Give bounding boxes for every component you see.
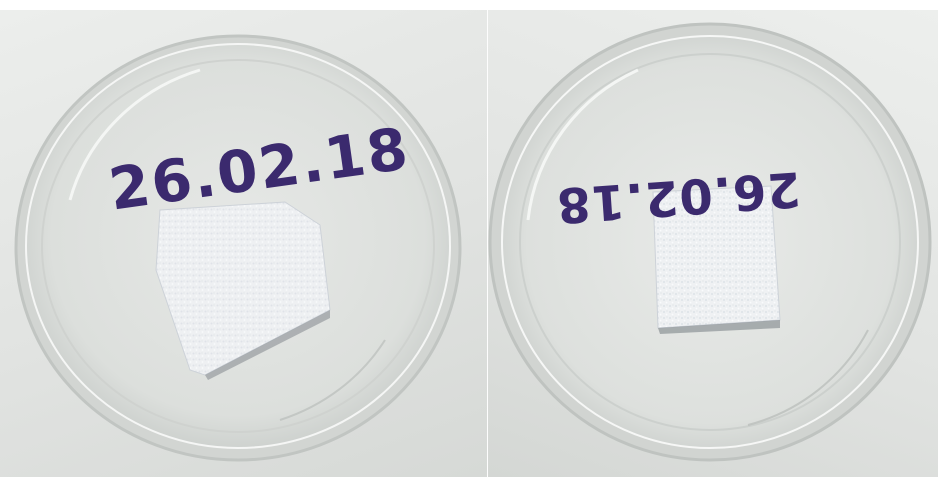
foam-sample-right xyxy=(652,185,781,334)
petri-dish-left: 26.02.18 xyxy=(14,34,462,462)
petri-dish-photo-left: 26.02.18 xyxy=(0,10,487,477)
foam-sample-left xyxy=(155,201,331,380)
petri-dish-photo-right: 26.02.18 xyxy=(488,10,938,477)
cropped-caption xyxy=(0,0,938,5)
image-divider xyxy=(487,10,488,477)
petri-dish-right: 26.02.18 xyxy=(488,22,932,462)
